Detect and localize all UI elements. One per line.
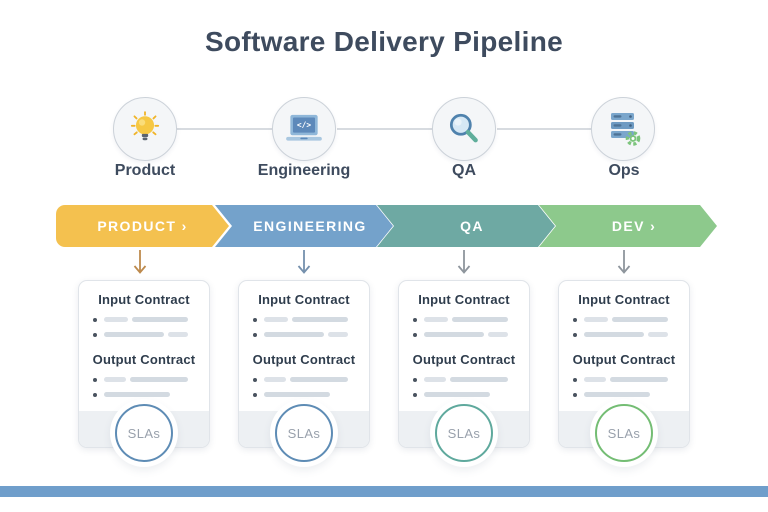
server-gear-icon <box>611 113 641 146</box>
magnifying-glass-icon <box>449 113 478 143</box>
chevron-product: PRODUCT › <box>56 205 229 247</box>
down-arrow-icon <box>457 250 471 277</box>
bullet-icon <box>573 317 577 322</box>
sla-badge-ops: SLAs <box>595 404 653 462</box>
lightbulb-icon <box>130 111 160 141</box>
output-contract-heading: Output Contract <box>412 352 516 367</box>
sla-badge-engineering: SLAs <box>275 404 333 462</box>
list-item <box>573 332 677 337</box>
connector-line <box>337 128 432 130</box>
bullet-icon <box>413 317 417 322</box>
input-contract-heading: Input Contract <box>98 292 190 307</box>
output-contract-heading: Output Contract <box>252 352 356 367</box>
list-item <box>413 392 517 397</box>
list-item <box>93 317 197 322</box>
sla-label: SLAs <box>607 425 641 441</box>
sla-label: SLAs <box>447 425 481 441</box>
list-item <box>573 317 677 322</box>
svg-text:</>: </> <box>297 121 311 130</box>
bullet-icon <box>573 377 577 382</box>
down-arrow-icon <box>297 250 311 277</box>
list-item <box>93 392 197 397</box>
list-item <box>253 317 357 322</box>
engineering-stage-circle: </> <box>272 97 336 161</box>
input-contract-heading: Input Contract <box>258 292 350 307</box>
bullet-icon <box>413 332 417 337</box>
bullet-icon <box>253 332 257 337</box>
bullet-icon <box>93 317 97 322</box>
stage-label-engineering: Engineering <box>257 162 351 179</box>
sla-badge-product: SLAs <box>115 404 173 462</box>
chevron-engineering: ENGINEERING <box>215 205 393 247</box>
list-item <box>93 377 197 382</box>
output-contract-heading: Output Contract <box>572 352 676 367</box>
down-arrow-icon <box>133 250 147 277</box>
connector-line <box>177 128 272 130</box>
bullet-icon <box>253 392 257 397</box>
chevron-qa: QA <box>377 205 555 247</box>
sla-badge-qa: SLAs <box>435 404 493 462</box>
list-item <box>253 332 357 337</box>
list-item <box>413 377 517 382</box>
list-item <box>253 392 357 397</box>
contract-card-ops: Input Contract Output Contract <box>558 280 690 448</box>
input-contract-heading: Input Contract <box>578 292 670 307</box>
input-contract-heading: Input Contract <box>418 292 510 307</box>
list-item <box>413 317 517 322</box>
list-item <box>253 377 357 382</box>
connector-line <box>497 128 592 130</box>
bullet-icon <box>413 377 417 382</box>
bullet-icon <box>413 392 417 397</box>
bullet-icon <box>573 332 577 337</box>
list-item <box>413 332 517 337</box>
footer-accent-bar <box>0 486 768 497</box>
bullet-icon <box>93 332 97 337</box>
bullet-icon <box>573 392 577 397</box>
sla-label: SLAs <box>127 425 161 441</box>
stage-label-ops: Ops <box>608 162 640 179</box>
contract-card-engineering: Input Contract Output Contract <box>238 280 370 448</box>
laptop-code-icon: </> <box>286 114 322 141</box>
qa-stage-circle <box>432 97 496 161</box>
bullet-icon <box>93 392 97 397</box>
stage-label-qa: QA <box>452 162 476 179</box>
sla-label: SLAs <box>287 425 321 441</box>
ops-stage-circle <box>591 97 655 161</box>
output-contract-heading: Output Contract <box>92 352 196 367</box>
product-stage-circle <box>113 97 177 161</box>
page-title: Software Delivery Pipeline <box>205 26 563 57</box>
list-item <box>93 332 197 337</box>
down-arrow-icon <box>617 250 631 277</box>
list-item <box>573 377 677 382</box>
stage-label-product: Product <box>114 162 176 179</box>
chevron-dev: DEV › <box>539 205 717 247</box>
list-item <box>573 392 677 397</box>
bullet-icon <box>93 377 97 382</box>
bullet-icon <box>253 377 257 382</box>
bullet-icon <box>253 317 257 322</box>
